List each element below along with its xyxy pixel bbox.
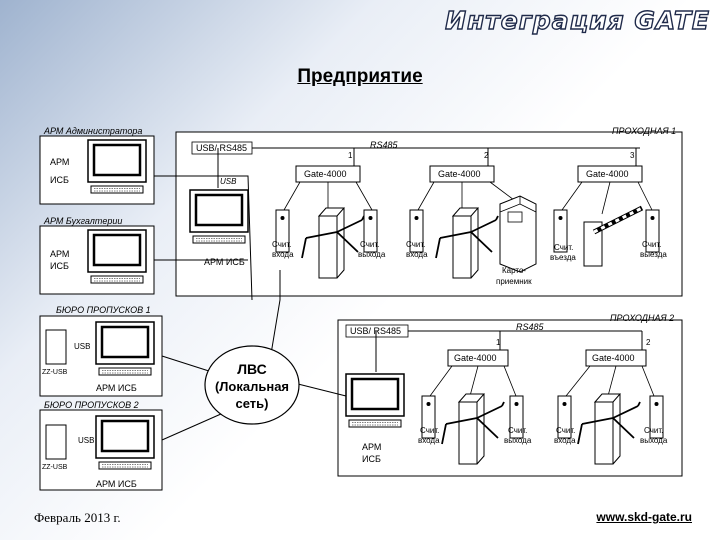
reader-exit-1-label-2: выхода: [358, 250, 386, 259]
bp2-arm-label: АРМ ИСБ: [96, 479, 137, 489]
reader-drive-in-label: Счит.: [554, 243, 573, 252]
checkpoint1-arm: АРМ ИСБ: [204, 257, 245, 267]
bus1-index-2: 2: [484, 151, 489, 160]
bp1-zz-label: ZZ-USB: [42, 369, 68, 376]
controller-gate-4-label: Gate-4000: [454, 353, 497, 363]
barrier-icon: [583, 205, 644, 267]
box-buh-arm: АРМ: [50, 249, 69, 259]
bp2-usb-label: USB: [78, 436, 94, 445]
lan-label-2: (Локальная: [215, 379, 289, 394]
reader-entry-2-label-2: входа: [406, 250, 428, 259]
checkpoint2-label: ПРОХОДНАЯ 2: [610, 313, 674, 323]
checkpoint2-rs485: RS485: [516, 322, 545, 332]
reader-entry-4-label-2: входа: [554, 436, 576, 445]
controller-gate-5-label: Gate-4000: [592, 353, 635, 363]
reader-drive-out-label: Счит.: [642, 240, 661, 249]
controller-gate-3-label: Gate-4000: [586, 169, 629, 179]
bus1-index-1: 1: [348, 151, 353, 160]
reader-exit-3-label-2: выхода: [504, 436, 532, 445]
box-bp1-label: БЮРО ПРОПУСКОВ 1: [56, 305, 151, 315]
bp2-zz-label: ZZ-USB: [42, 464, 68, 471]
box-bp2-label: БЮРО ПРОПУСКОВ 2: [44, 400, 139, 410]
bus1-index-3: 3: [630, 151, 635, 160]
reader-entry-3-label: Счит.: [420, 426, 439, 435]
lan-cloud: [204, 345, 300, 425]
bp1-usb-label: USB: [74, 342, 90, 351]
lan-links: [154, 175, 347, 441]
checkpoint1-box: [175, 131, 683, 297]
reader-drive-in-label-2: въезда: [550, 253, 576, 262]
bp2-printer-icon: [45, 424, 67, 460]
checkpoint1-label: ПРОХОДНАЯ 1: [612, 126, 676, 136]
bus2-index-2: 2: [646, 338, 651, 347]
box-admin-isb: ИСБ: [50, 175, 69, 185]
box-buh-isb: ИСБ: [50, 261, 69, 271]
card-receiver-label-2: приемник: [496, 277, 532, 286]
bp1-printer-icon: [45, 329, 67, 365]
controller-gate-1-label: Gate-4000: [304, 169, 347, 179]
card-receiver-label: Карто-: [502, 266, 526, 275]
lan-label-3: сеть): [236, 396, 269, 411]
reader-entry-4-label: Счит.: [556, 426, 575, 435]
checkpoint1-rs485: RS485: [370, 140, 399, 150]
card-receiver-icon: [499, 195, 537, 273]
checkpoint1-bus-label: USB/ RS485: [196, 143, 247, 153]
reader-exit-1-label: Счит.: [360, 240, 379, 249]
bp1-arm-label: АРМ ИСБ: [96, 383, 137, 393]
box-buh-label: АРМ Бухгалтерии: [43, 216, 122, 226]
reader-entry-2-label: Счит.: [406, 240, 425, 249]
page-title: Предприятие: [297, 66, 423, 87]
reader-exit-4-label: Счит.: [644, 426, 663, 435]
checkpoint1-usb: USB: [220, 177, 237, 186]
reader-exit-3-label: Счит.: [508, 426, 527, 435]
footer-website-link[interactable]: www.skd-gate.ru: [596, 510, 692, 524]
reader-exit-4-label-2: выхода: [640, 436, 668, 445]
box-admin-arm: АРМ: [50, 157, 69, 167]
checkpoint2-arm-label: АРМ: [362, 442, 381, 452]
reader-entry-3-label-2: входа: [418, 436, 440, 445]
footer-date: Февраль 2013 г.: [34, 510, 121, 525]
lan-label-1: ЛВС: [237, 361, 267, 377]
reader-entry-1-label: Счит.: [272, 240, 291, 249]
reader-drive-out-label-2: выезда: [640, 250, 667, 259]
box-admin-label: АРМ Администратора: [43, 126, 142, 136]
brand-logo-text: Интеграция GATE: [444, 5, 710, 35]
bus2-index-1: 1: [496, 338, 501, 347]
reader-entry-1-label-2: входа: [272, 250, 294, 259]
controller-gate-2-label: Gate-4000: [438, 169, 481, 179]
checkpoint2-arm-label-2: ИСБ: [362, 454, 381, 464]
